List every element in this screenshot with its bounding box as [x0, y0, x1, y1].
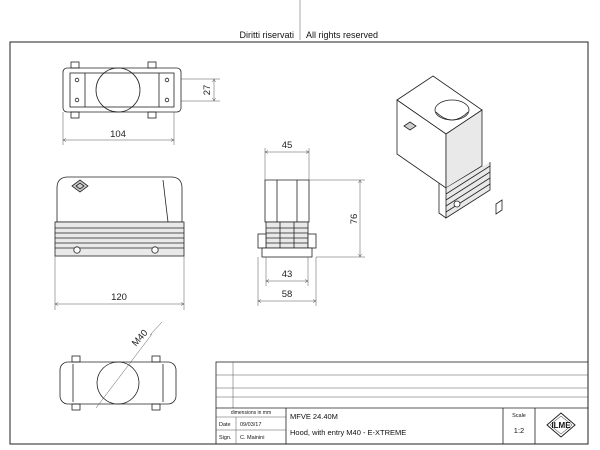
rights-english: All rights reserved [306, 30, 378, 40]
scale-value: 1:2 [514, 426, 524, 435]
logo-text: ILME [551, 421, 571, 430]
part-description: Hood, with entry M40 - E-XTREME [290, 428, 406, 437]
units-note: dimensions in mm [231, 410, 271, 416]
dim-front-width: 120 [111, 292, 127, 303]
rights-italian: Diritti riservati [239, 30, 294, 40]
top-view: 27 104 [62, 61, 220, 145]
dim-side-base: 58 [282, 289, 293, 300]
scale-label: Scale [512, 413, 526, 419]
dim-top-height: 27 [202, 85, 213, 96]
title-block: dimensions in mm Date 09/03/17 Sign. C. … [215, 361, 589, 445]
dim-side-body: 43 [282, 269, 293, 280]
dim-top-width: 104 [110, 129, 126, 140]
dim-side-height: 76 [349, 214, 360, 225]
side-view: 45 76 43 58 [257, 140, 365, 306]
date-label: Date [219, 422, 231, 428]
front-view: 120 [54, 176, 185, 310]
bottom-view: M40 [59, 321, 177, 411]
sign-value: C. Mainini [240, 435, 264, 441]
dim-side-width: 45 [282, 140, 293, 151]
part-number: MFVE 24.40M [290, 412, 338, 421]
date-value: 09/03/17 [240, 422, 261, 428]
sign-label: Sign. [219, 435, 232, 441]
ilme-logo: ILME [546, 412, 576, 438]
isometric-view [396, 75, 503, 219]
dim-thread: M40 [130, 328, 151, 349]
